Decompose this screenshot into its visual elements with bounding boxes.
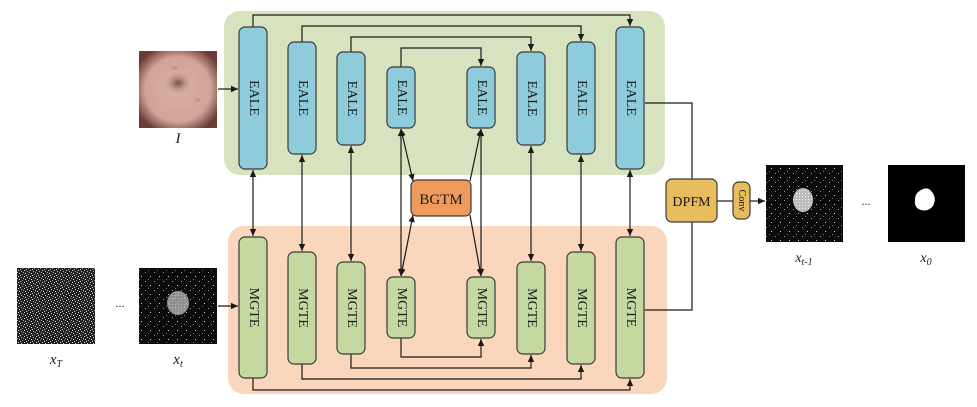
mgte-label: MGTE	[394, 288, 409, 328]
bgtm-label: BGTM	[419, 192, 462, 208]
output-image-x0	[888, 165, 965, 242]
decoder-skip-4	[400, 338, 485, 358]
input-image	[139, 51, 217, 128]
mgte-label: MGTE	[344, 288, 359, 328]
mgte-block-3[interactable]: MGTE	[336, 261, 366, 355]
encoder-skip-2	[301, 25, 585, 42]
eale-block-4[interactable]: EALE	[386, 66, 416, 129]
connections	[218, 14, 765, 391]
eale-block-3[interactable]: EALE	[336, 51, 366, 146]
decoder-skip-2	[301, 364, 585, 380]
bgtm-mgte-left	[399, 214, 415, 277]
eale-block-6[interactable]: EALE	[516, 51, 546, 146]
eale-block-8[interactable]: EALE	[615, 26, 645, 170]
eale-block-7[interactable]: EALE	[566, 41, 596, 155]
mgte-block-7[interactable]: MGTE	[566, 251, 596, 365]
conv-label: Conv	[736, 190, 747, 212]
eale-label: EALE	[394, 80, 409, 116]
mgte-label: MGTE	[295, 288, 310, 328]
mgte-block-5[interactable]: MGTE	[466, 276, 496, 339]
mgte-label: MGTE	[524, 288, 539, 328]
eale-block-2[interactable]: EALE	[287, 41, 317, 155]
mgte-block-8[interactable]: MGTE	[615, 236, 645, 379]
mgte-block-4[interactable]: MGTE	[386, 276, 416, 339]
eale-label: EALE	[474, 80, 489, 116]
eale-label: EALE	[524, 81, 539, 117]
decoder-skip-3	[350, 354, 535, 369]
input-image-label: I	[175, 131, 182, 147]
eale-block-1[interactable]: EALE	[238, 26, 268, 170]
decoder-skip-1	[252, 378, 634, 391]
eale-to-dpfm	[645, 102, 693, 179]
noise-image-xt	[139, 268, 217, 344]
encoder-skip-1	[252, 14, 634, 27]
eale-label: EALE	[295, 80, 310, 116]
bgtm-module[interactable]: BGTM	[410, 179, 472, 217]
eale-label: EALE	[623, 80, 638, 116]
conv-module[interactable]: Conv	[732, 181, 751, 220]
x0-label: x0	[919, 251, 931, 268]
eale-label: EALE	[344, 81, 359, 117]
mgte-label: MGTE	[623, 288, 638, 328]
dpfm-label: DPFM	[672, 195, 711, 210]
mgte-block-2[interactable]: MGTE	[287, 251, 317, 365]
bgtm-mgte-right	[469, 214, 483, 277]
eale-label: EALE	[246, 80, 261, 116]
noise-image-xT	[17, 268, 95, 344]
mgte-label: MGTE	[574, 288, 589, 328]
mgte-label: MGTE	[474, 288, 489, 328]
mgte-label: MGTE	[246, 288, 261, 328]
mgte-block-6[interactable]: MGTE	[516, 261, 546, 355]
xT-label: xT	[49, 352, 64, 370]
dpfm-module[interactable]: DPFM	[665, 178, 718, 223]
output-image-xt-1	[766, 165, 843, 242]
eale-label: EALE	[574, 80, 589, 116]
xt-label: xt	[172, 352, 183, 370]
encoder-panel	[224, 11, 665, 175]
ellipsis-left: ...	[116, 296, 125, 310]
encoder-skip-3	[350, 36, 535, 52]
mgte-block-1[interactable]: MGTE	[238, 236, 268, 379]
bgtm-eale-left	[399, 128, 415, 182]
encoder-skip-4	[400, 47, 485, 67]
ellipsis-right: ...	[862, 194, 871, 208]
mgte-to-dpfm	[645, 222, 693, 311]
eale-block-5[interactable]: EALE	[466, 66, 496, 129]
bgtm-eale-right	[469, 128, 483, 182]
xt-1-label: xt-1	[794, 251, 812, 268]
